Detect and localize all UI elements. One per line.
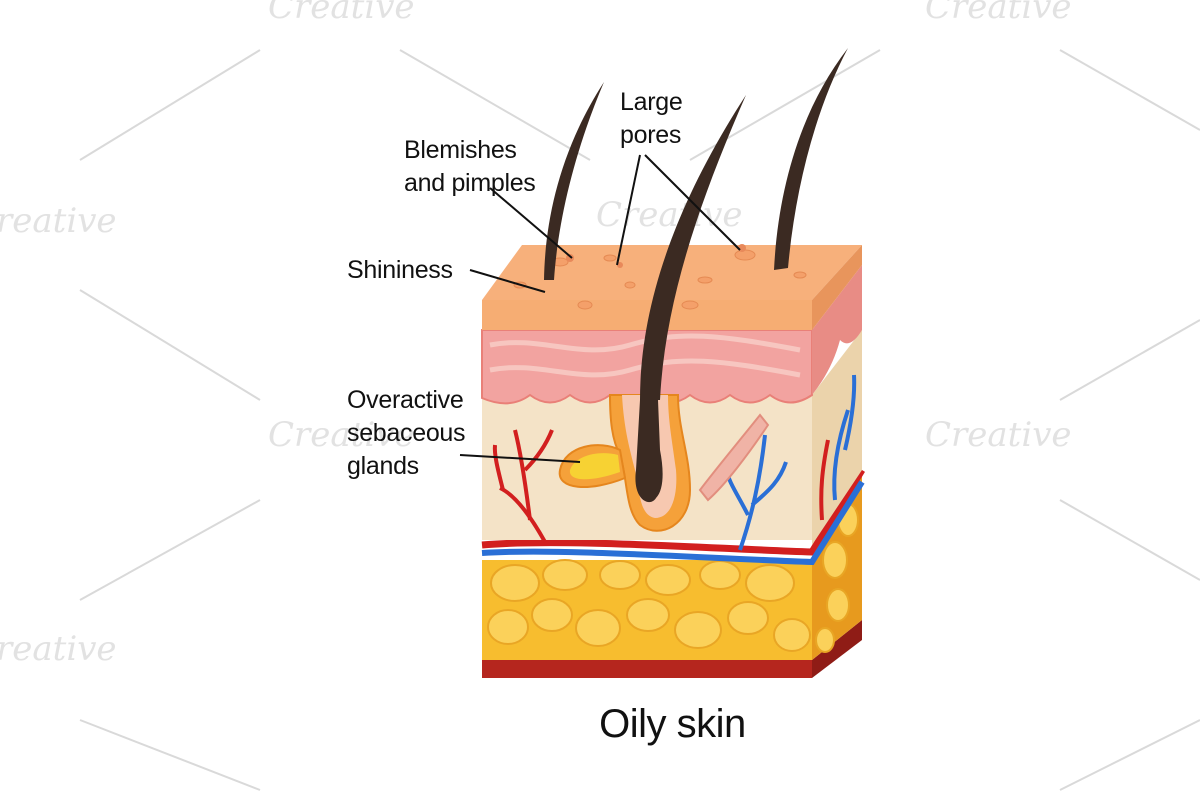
label-line: glands (347, 452, 419, 480)
label-large-pores: Large pores (620, 86, 683, 152)
hair-follicle (608, 394, 692, 532)
pores (513, 249, 807, 310)
epidermis-layer (482, 244, 862, 330)
diagram-title: Oily skin (599, 702, 746, 746)
watermark-brand: Creative (596, 195, 743, 235)
label-line: Overactive (347, 386, 464, 414)
skin-base-layer (482, 620, 862, 678)
watermark-brand: Creative (268, 415, 415, 455)
artery-branch-left (492, 429, 554, 543)
label-line: Shininess (347, 256, 453, 284)
blood-vessel-band (481, 468, 865, 566)
watermark-brand: Creative (925, 0, 1072, 27)
arrector-muscle (698, 413, 770, 502)
watermark-brand: Creative (0, 201, 117, 241)
label-line: Large (620, 88, 683, 116)
watermark-brand: Creative (925, 415, 1072, 455)
label-line: pores (620, 121, 682, 149)
label-line: Blemishes (404, 136, 517, 164)
sebaceous-gland (558, 444, 627, 488)
watermark-brand: Creative (268, 0, 415, 27)
label-shininess: Shininess (347, 254, 453, 287)
watermark-brand: Creative (0, 629, 117, 669)
hairs (544, 48, 848, 400)
pointer-lines (459, 154, 741, 463)
label-blemishes: Blemishes and pimples (404, 134, 536, 200)
label-sebaceous-glands: Overactive sebaceous glands (347, 384, 466, 483)
side-vessels (819, 374, 857, 521)
label-line: sebaceous (347, 419, 466, 447)
label-line: and pimples (404, 169, 536, 197)
